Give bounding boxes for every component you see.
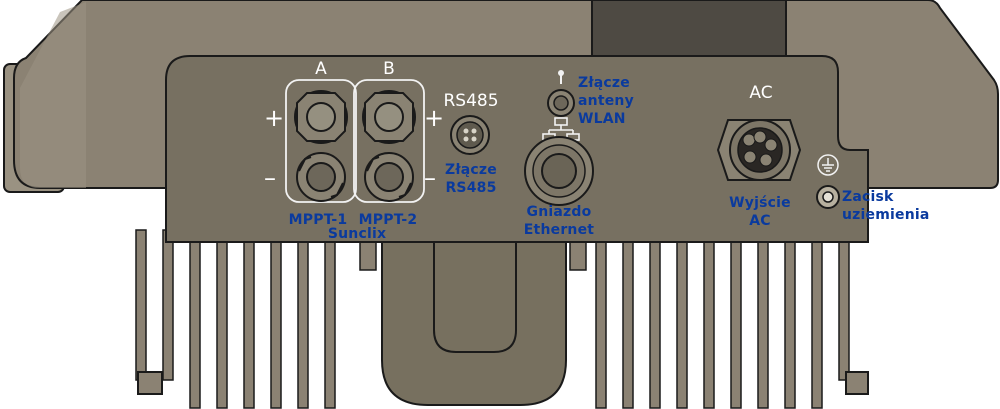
rs485-connector-label-line1: Złącze — [445, 162, 497, 178]
heatsink-fin — [676, 229, 688, 409]
ac-header: AC — [749, 83, 773, 103]
wlan-antenna-connector[interactable] — [547, 89, 575, 117]
heatsink-fin — [270, 229, 282, 409]
ground-terminal-label-line1: Zacisk — [842, 189, 894, 205]
heatsink-fin — [595, 229, 607, 409]
dc-connector-a-plus[interactable] — [294, 90, 348, 144]
ethernet-socket-label-line1: Gniazdo — [526, 204, 592, 220]
wlan-antenna-label-line3: WLAN — [578, 111, 626, 127]
handle — [381, 239, 567, 406]
heatsink-fin — [162, 229, 174, 381]
handle-bracket-left — [359, 239, 377, 271]
ground-icon — [817, 154, 839, 176]
ac-output-label-line2: AC — [749, 213, 771, 229]
dc-connector-a-minus[interactable] — [296, 152, 346, 202]
heatsink-fin — [811, 229, 823, 409]
heatsink-fin — [757, 229, 769, 409]
antenna-icon — [558, 70, 564, 84]
heatsink-fin — [216, 229, 228, 409]
rs485-header: RS485 — [443, 91, 499, 111]
ground-terminal[interactable] — [816, 185, 840, 209]
heatsink-fin — [324, 229, 336, 409]
string-a-plus-sign: + — [264, 104, 285, 132]
heatsink-fin — [703, 229, 715, 409]
heatsink-fin — [649, 229, 661, 409]
ac-output-label: Wyjście AC — [722, 194, 798, 230]
heatsink-fin — [297, 229, 309, 409]
heatsink-fin — [135, 229, 147, 381]
handle-bracket-right — [569, 239, 587, 271]
foot-left — [137, 371, 163, 395]
dc-connector-b-minus[interactable] — [364, 152, 414, 202]
wlan-antenna-label: Złącze anteny WLAN — [578, 74, 648, 128]
rs485-connector[interactable] — [450, 115, 490, 155]
handle-inner — [433, 242, 517, 353]
wlan-antenna-label-line1: Złącze — [578, 75, 630, 91]
string-b-plus-sign: + — [424, 104, 445, 132]
dc-connector-b-plus[interactable] — [362, 90, 416, 144]
string-b-minus-sign: – — [424, 164, 436, 192]
string-a-label: A — [315, 59, 327, 79]
heatsink-fin — [784, 229, 796, 409]
rs485-connector-label-line2: RS485 — [445, 180, 497, 196]
heatsink-fin — [838, 229, 850, 381]
ac-output-connector[interactable] — [716, 119, 802, 181]
string-a-minus-sign: – — [264, 164, 276, 192]
sunclix-label: Sunclix — [327, 226, 387, 242]
top-plate — [591, 0, 787, 59]
heatsink-fin — [243, 229, 255, 409]
ethernet-socket[interactable] — [524, 136, 594, 206]
ground-terminal-label: Zacisk uziemienia — [842, 188, 952, 224]
rs485-connector-label: Złącze RS485 — [436, 161, 506, 197]
foot-right — [845, 371, 869, 395]
housing-bevel — [20, 2, 86, 188]
ac-output-label-line1: Wyjście — [729, 195, 791, 211]
heatsink-fin — [730, 229, 742, 409]
string-b-label: B — [383, 59, 395, 79]
ethernet-socket-label: Gniazdo Ethernet — [514, 203, 604, 239]
heatsink-fin — [189, 229, 201, 409]
mppt2-label: MPPT-2 — [358, 212, 418, 228]
wlan-antenna-label-line2: anteny — [578, 93, 634, 109]
mppt1-label: MPPT-1 — [288, 212, 348, 228]
ground-terminal-label-line2: uziemienia — [842, 207, 930, 223]
ethernet-socket-label-line2: Ethernet — [523, 222, 595, 238]
heatsink-fin — [622, 229, 634, 409]
